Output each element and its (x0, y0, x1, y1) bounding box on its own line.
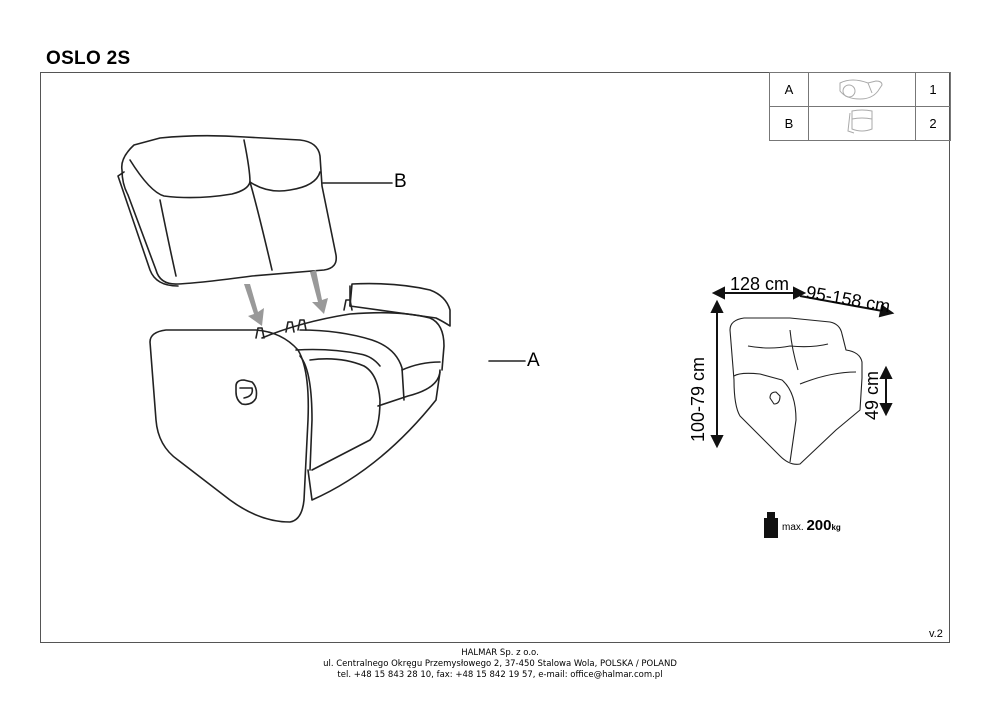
height-dimension: 100-79 cm (688, 356, 708, 442)
footer-contact: tel. +48 15 843 28 10, fax: +48 15 842 1… (337, 670, 663, 680)
version-label: v.2 (929, 628, 943, 640)
max-load-value: 200 (806, 517, 832, 534)
drawing-frame (40, 72, 950, 643)
table-row: A 1 (769, 72, 951, 107)
footer-company: HALMAR Sp. z o.o. (461, 648, 539, 658)
part-b-label: B (394, 171, 407, 192)
assembly-arrows (244, 270, 328, 326)
sofa-base-thumbnail-icon (808, 72, 916, 107)
max-load-unit: kg (831, 523, 841, 532)
backrest-part-b (117, 134, 338, 287)
weight-icon (764, 512, 778, 538)
part-a-label: A (527, 350, 540, 371)
backrest-thumbnail-icon (808, 106, 916, 141)
seat-height-dimension: 49 cm (862, 370, 882, 420)
dimension-drawing (729, 317, 863, 465)
dimension-arrows (710, 286, 895, 449)
max-load-label: max. 200kg (782, 517, 841, 534)
max-load-prefix: max. (782, 522, 804, 533)
part-letter: B (769, 106, 809, 141)
sofa-base-part-a (149, 282, 451, 523)
table-row: B 2 (769, 106, 951, 141)
footer-address: ul. Centralnego Okręgu Przemysłowego 2, … (323, 659, 677, 669)
part-letter: A (769, 72, 809, 107)
parts-table: A 1 B 2 (769, 72, 951, 141)
part-quantity: 2 (915, 106, 951, 141)
page-title: OSLO 2S (46, 48, 131, 69)
width-dimension: 128 cm (730, 274, 790, 294)
footer: HALMAR Sp. z o.o. ul. Centralnego Okręgu… (0, 648, 1000, 681)
